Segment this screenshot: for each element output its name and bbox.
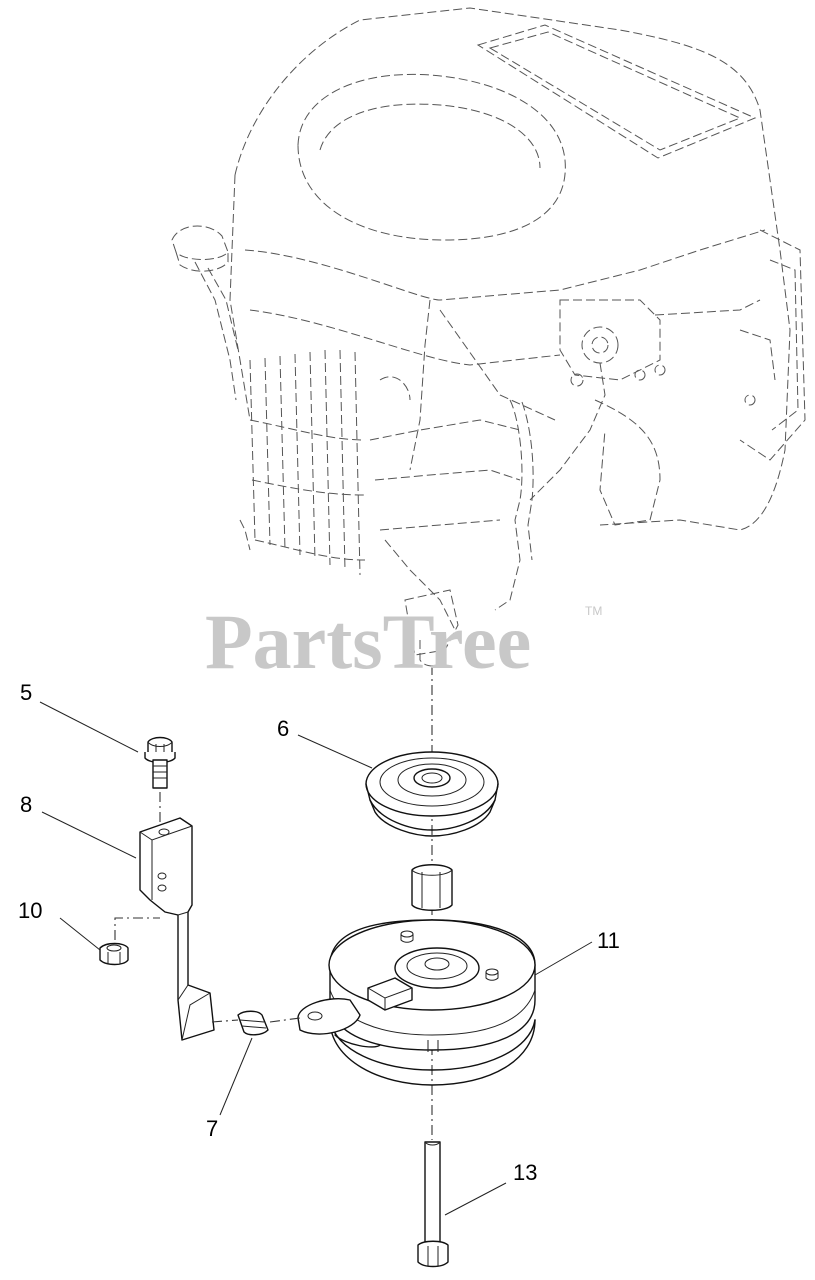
callout-7: 7 (206, 1116, 218, 1141)
nut-10-alignment-line (114, 917, 160, 940)
pulley-part-6[interactable] (365, 751, 499, 911)
clutch-part-11[interactable] (297, 919, 536, 1086)
bolt-part-5[interactable] (144, 736, 176, 789)
bracket-spacer-alignment-line (211, 1019, 239, 1023)
leader-line-6 (297, 734, 373, 769)
bolt-part-13[interactable] (417, 1141, 449, 1268)
bracket-part-8[interactable] (139, 817, 215, 1041)
watermark-text: PartsTree (205, 598, 531, 685)
watermark-trademark: TM (585, 604, 602, 618)
leader-line-7 (219, 1037, 253, 1116)
callout-6: 6 (277, 716, 289, 741)
leader-line-11 (534, 941, 593, 976)
spacer-part-7[interactable] (237, 1010, 269, 1036)
leader-line-5 (39, 701, 139, 753)
callout-10: 10 (18, 898, 42, 923)
engine-outline (171, 7, 806, 667)
callout-11: 11 (597, 928, 620, 953)
leader-line-10 (59, 917, 101, 951)
spacer-alignment-line (269, 1017, 301, 1023)
leader-line-8 (41, 811, 137, 859)
callout-13: 13 (513, 1160, 537, 1185)
nut-part-10[interactable] (99, 942, 129, 966)
callout-5: 5 (20, 680, 32, 705)
callout-8: 8 (20, 792, 32, 817)
leader-line-13 (444, 1182, 507, 1216)
